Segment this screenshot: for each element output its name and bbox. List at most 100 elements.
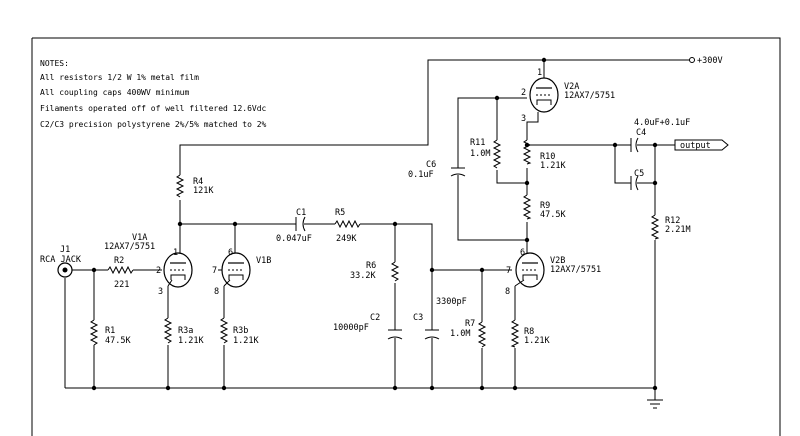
notes-heading: NOTES:	[40, 59, 69, 68]
junctions	[91, 57, 658, 391]
c6-value: 0.1uF	[408, 170, 434, 180]
r3a-symbol	[163, 317, 173, 344]
r3b-symbol	[219, 317, 229, 344]
c4-value: 4.0uF+0.1uF	[634, 118, 690, 128]
c2-value: 10000pF	[333, 323, 369, 333]
r6-value: 33.2K	[350, 271, 376, 281]
r12-ref: R12	[665, 216, 680, 226]
v1b-ref: V1B	[256, 256, 271, 266]
v2b-pin-plate: 6	[520, 248, 525, 258]
r3b-value: 1.21K	[233, 336, 259, 346]
r7-value: 1.0M	[450, 329, 470, 339]
r4-value: 121K	[193, 186, 214, 196]
v1b-pin-grid: 7	[212, 266, 217, 276]
note-line-4: C2/C3 precision polystyrene 2%/5% matche…	[40, 120, 267, 129]
v1b-pin-cathode: 8	[214, 287, 219, 297]
r8-value: 1.21K	[524, 336, 550, 346]
c2-symbol	[387, 329, 403, 340]
r8-ref: R8	[524, 327, 534, 337]
r9-ref: R9	[540, 201, 550, 211]
r6-ref: R6	[366, 261, 376, 271]
r9-symbol	[522, 194, 532, 220]
r9-value: 47.5K	[540, 210, 566, 220]
v1a-pin-plate: 1	[173, 248, 178, 258]
v2a-pin-grid: 2	[521, 88, 526, 98]
r2-symbol	[107, 265, 134, 275]
c4-symbol	[630, 137, 639, 153]
r5-value: 249K	[336, 234, 357, 244]
v1a-pin-grid: 2	[156, 266, 161, 276]
v1a-type: 12AX7/5751	[104, 242, 155, 252]
r1-ref: R1	[105, 326, 115, 336]
note-line-1: All resistors 1/2 W 1% metal film	[40, 73, 199, 82]
c3-symbol	[424, 329, 440, 340]
v2b-ref: V2B	[550, 256, 565, 266]
page-border	[31, 37, 781, 436]
output-label: output	[680, 141, 711, 151]
supply-terminal: +300V	[689, 56, 723, 66]
c1-value: 0.047uF	[276, 234, 312, 244]
v2b-pin-grid: 7	[506, 266, 511, 276]
ground-icon	[647, 399, 663, 409]
c5-symbol	[630, 175, 639, 191]
c1-ref: C1	[296, 208, 306, 218]
r5-symbol	[334, 219, 361, 229]
tube-v1a: V1A 12AX7/5751 1 2 3	[104, 233, 193, 297]
c3-value: 3300pF	[436, 297, 467, 307]
r3a-ref: R3a	[178, 326, 193, 336]
v2a-type: 12AX7/5751	[564, 91, 615, 101]
c4-ref: C4	[636, 128, 646, 138]
tube-v1b: V1B 6 7 8	[212, 248, 271, 297]
c6-symbol	[450, 167, 466, 177]
c2-ref: C2	[370, 313, 380, 323]
r6-symbol	[390, 261, 400, 282]
r7-symbol	[477, 321, 487, 348]
component-labels: R4 121K R2 221 R1 47.5K R3a 1.21K R3b 1.…	[105, 118, 691, 346]
notes-block: NOTES: All resistors 1/2 W 1% metal film…	[40, 59, 267, 129]
r1-symbol	[89, 319, 99, 346]
capacitors	[295, 137, 639, 340]
r1-value: 47.5K	[105, 336, 131, 346]
v2a-pin-plate: 1	[537, 68, 542, 78]
j1-name: RCA JACK	[40, 255, 82, 265]
r3b-ref: R3b	[233, 326, 248, 336]
c5-ref: C5	[634, 169, 644, 179]
rca-jack-j1: J1 RCA JACK	[40, 245, 82, 278]
r3a-value: 1.21K	[178, 336, 204, 346]
c3-ref: C3	[413, 313, 423, 323]
tube-v2b: V2B 12AX7/5751 6 7 8	[505, 248, 601, 297]
r4-ref: R4	[193, 177, 203, 187]
r11-ref: R11	[470, 138, 485, 148]
v1a-pin-cathode: 3	[158, 287, 163, 297]
r11-value: 1.0M	[470, 149, 490, 159]
r11-symbol	[492, 139, 502, 169]
j1-ref: J1	[60, 245, 70, 255]
r10-symbol	[522, 139, 532, 165]
wires	[64, 59, 690, 400]
resistors	[89, 139, 660, 348]
r4-symbol	[175, 174, 185, 198]
r2-ref: R2	[114, 256, 124, 266]
v2b-pin-cathode: 8	[505, 287, 510, 297]
r12-value: 2.21M	[665, 225, 691, 235]
v1b-pin-plate: 6	[228, 248, 233, 258]
r12-symbol	[650, 214, 660, 240]
note-line-2: All coupling caps 400WV minimum	[40, 88, 189, 97]
c6-ref: C6	[426, 160, 436, 170]
v1a-ref: V1A	[132, 233, 147, 243]
r10-value: 1.21K	[540, 161, 566, 171]
r5-ref: R5	[335, 208, 345, 218]
note-line-3: Filaments operated off of well filtered …	[40, 104, 267, 113]
supply-label: +300V	[697, 56, 723, 66]
r10-ref: R10	[540, 152, 555, 162]
r8-symbol	[510, 319, 520, 348]
v2a-ref: V2A	[564, 82, 579, 92]
c1-symbol	[295, 216, 306, 232]
r2-value: 221	[114, 280, 129, 290]
output-terminal: output	[674, 139, 729, 151]
v2b-type: 12AX7/5751	[550, 265, 601, 275]
v2a-pin-cathode: 3	[521, 114, 526, 124]
r7-ref: R7	[465, 319, 475, 329]
tube-v2a: V2A 12AX7/5751 1 2 3	[521, 68, 615, 124]
